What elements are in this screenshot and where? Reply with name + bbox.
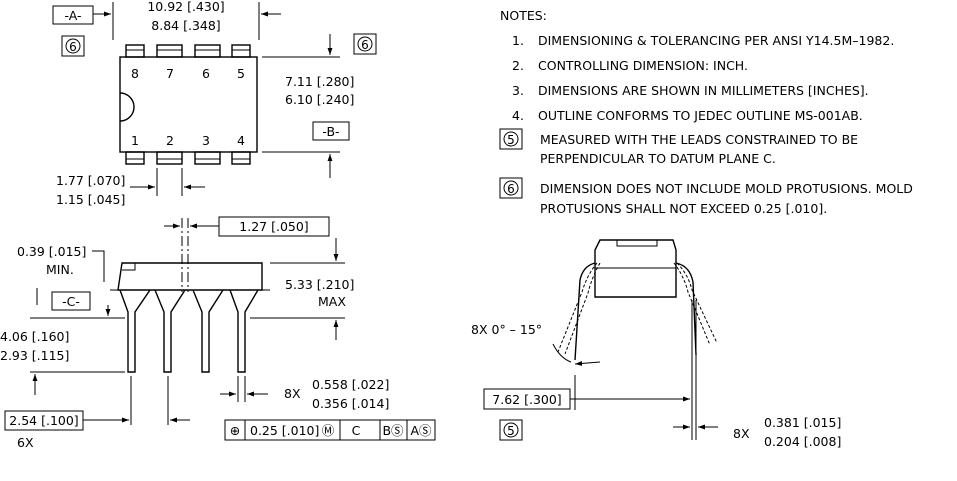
lead-dia-min-label: 0.356 [.014] bbox=[312, 396, 389, 411]
note-5-text-line2: PERPENDICULAR TO DATUM PLANE C. bbox=[540, 151, 776, 166]
angle-count-label: 8X 0° – 15° bbox=[471, 322, 542, 337]
standoff-min-label: MIN. bbox=[46, 262, 74, 277]
note-6-number: 6 bbox=[507, 182, 515, 196]
side-body bbox=[117, 262, 263, 291]
note-6-circle-right bbox=[357, 36, 373, 52]
pin-number-6: 6 bbox=[202, 66, 210, 81]
lead-width-min-label: 1.15 [.045] bbox=[56, 192, 125, 207]
end-note-5-ref: 5 bbox=[507, 424, 515, 438]
fcf-datum-c: C bbox=[352, 423, 361, 438]
fcf-tolerance: 0.25 [.010] bbox=[250, 423, 319, 438]
fcf-datum-b: BⓈ bbox=[382, 423, 404, 438]
note-6-text-line2: PROTUSIONS SHALL NOT EXCEED 0.25 [.010]. bbox=[540, 201, 827, 216]
pin-number-5: 5 bbox=[237, 66, 245, 81]
pin-number-1: 1 bbox=[131, 133, 139, 148]
side-view: 1.27 [.050] 0.39 [.015] MIN. -C- 5.33 [.… bbox=[0, 216, 436, 450]
fcf-mmc-modifier: Ⓜ bbox=[322, 423, 335, 438]
side-leads bbox=[119, 289, 259, 373]
end-note-5-circle bbox=[503, 422, 519, 438]
note-3-text: DIMENSIONS ARE SHOWN IN MILLIMETERS [INC… bbox=[538, 83, 869, 98]
pin-number-7: 7 bbox=[166, 66, 174, 81]
note-2-number: 2. bbox=[512, 58, 524, 73]
note-6-ref-right: 6 bbox=[361, 38, 369, 52]
feature-control-frame: ⊕ 0.25 [.010] Ⓜ C BⓈ AⓈ bbox=[224, 419, 436, 441]
pin-number-4: 4 bbox=[237, 133, 245, 148]
note-5-text-line1: MEASURED WITH THE LEADS CONSTRAINED TO B… bbox=[540, 132, 858, 147]
note-6-circle-left bbox=[65, 38, 81, 54]
note-6-box-left bbox=[61, 35, 85, 57]
thick-min-label: 0.204 [.008] bbox=[764, 434, 841, 449]
lead-count-label: 8X bbox=[284, 386, 301, 401]
end-lead-left-solid bbox=[574, 262, 596, 361]
lead-len-max-label: 4.06 [.160] bbox=[0, 329, 69, 344]
notes-heading: NOTES: bbox=[500, 8, 547, 23]
thick-max-label: 0.381 [.015] bbox=[764, 415, 841, 430]
note-4-text: OUTLINE CONFORMS TO JEDEC OUTLINE MS-001… bbox=[538, 108, 863, 123]
end-lead-right-solid bbox=[675, 262, 697, 356]
datum-a-box bbox=[52, 5, 94, 25]
top-pin-row bbox=[125, 44, 251, 58]
pin-number-2: 2 bbox=[166, 133, 174, 148]
angle-arrow bbox=[574, 360, 601, 366]
angle-arc bbox=[552, 343, 572, 363]
length-min-label: 8.84 [.348] bbox=[151, 18, 220, 33]
package-body bbox=[119, 56, 258, 153]
note-4-number: 4. bbox=[512, 108, 524, 123]
span-label: 2.54 [.100] bbox=[9, 413, 78, 428]
position-symbol: ⊕ bbox=[230, 423, 240, 438]
datum-c-label: -C- bbox=[62, 294, 80, 309]
note-6-text-line1: DIMENSION DOES NOT INCLUDE MOLD PROTUSIO… bbox=[540, 181, 913, 196]
pin-number-8: 8 bbox=[131, 66, 139, 81]
height-suffix-label: MAX bbox=[318, 294, 346, 309]
note-6-ref-left: 6 bbox=[69, 40, 77, 54]
note-3-number: 3. bbox=[512, 83, 524, 98]
end-lead-left-flare-b bbox=[564, 262, 601, 355]
note-2-text: CONTROLLING DIMENSION: INCH. bbox=[538, 58, 748, 73]
end-note-5-box bbox=[499, 419, 523, 441]
note-5-number: 5 bbox=[507, 133, 515, 147]
thick-count-label: 8X bbox=[733, 426, 750, 441]
top-view: -A- 6 10.92 [.430] 8.84 [.348] 8 7 6 bbox=[52, 0, 377, 207]
lead-width-max-label: 1.77 [.070] bbox=[56, 173, 125, 188]
end-body-tab bbox=[616, 240, 658, 247]
note-5-circle bbox=[503, 131, 519, 147]
datum-a-label: -A- bbox=[64, 8, 81, 23]
datum-c-box bbox=[51, 291, 91, 311]
lead-len-min-label: 2.93 [.115] bbox=[0, 348, 69, 363]
datum-b-label: -B- bbox=[322, 124, 339, 139]
end-lead-right-flare-a bbox=[673, 262, 711, 346]
side-body-notch bbox=[122, 263, 136, 271]
end-lead-left-flare-a bbox=[557, 262, 598, 353]
span-count-label: 6X bbox=[17, 435, 34, 450]
width-max-label: 7.11 [.280] bbox=[285, 74, 354, 89]
pitch-label: 1.27 [.050] bbox=[239, 219, 308, 234]
row-spacing-label: 7.62 [.300] bbox=[492, 392, 561, 407]
pin-number-3: 3 bbox=[202, 133, 210, 148]
datum-b-box bbox=[312, 121, 350, 141]
bottom-pin-row bbox=[125, 151, 251, 165]
standoff-label: 0.39 [.015] bbox=[17, 244, 86, 259]
end-lead-right-flare-b bbox=[676, 262, 718, 344]
note-5-box bbox=[499, 128, 523, 150]
end-view: 8X 0° – 15° 7.62 [.300] 5 8X 0.381 [.015… bbox=[471, 239, 841, 449]
length-max-label: 10.92 [.430] bbox=[147, 0, 224, 14]
pin1-notch bbox=[119, 92, 135, 122]
end-body bbox=[594, 239, 677, 298]
note-6-box bbox=[499, 177, 523, 199]
note-6-circle bbox=[503, 180, 519, 196]
note-1-text: DIMENSIONING & TOLERANCING PER ANSI Y14.… bbox=[538, 33, 894, 48]
lead-dia-max-label: 0.558 [.022] bbox=[312, 377, 389, 392]
note-1-number: 1. bbox=[512, 33, 524, 48]
height-max-label: 5.33 [.210] bbox=[285, 277, 354, 292]
width-min-label: 6.10 [.240] bbox=[285, 92, 354, 107]
notes-block: NOTES: 1. DIMENSIONING & TOLERANCING PER… bbox=[499, 8, 913, 216]
fcf-datum-a: AⓈ bbox=[410, 423, 432, 438]
note-6-box-right bbox=[353, 33, 377, 55]
standoff-leader bbox=[92, 250, 105, 282]
